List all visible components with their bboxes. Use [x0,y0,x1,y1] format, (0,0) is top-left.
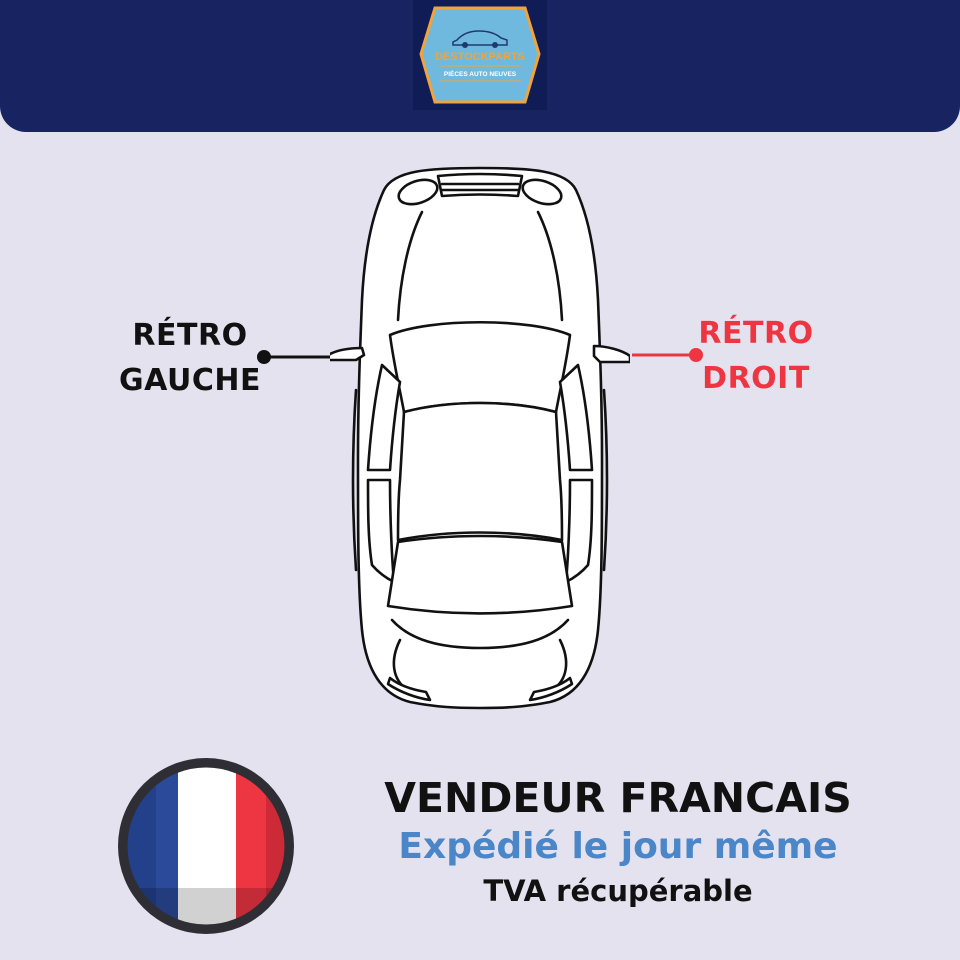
left-mirror-label-line2: GAUCHE [119,363,261,398]
left-mirror-dot [257,350,271,364]
france-flag-icon [118,758,294,934]
car-top-view-icon [330,166,630,710]
shipping-note: Expédié le jour même [398,826,838,867]
brand-name: DESTOCKPARTS [435,51,525,63]
right-mirror-dot [689,348,703,362]
seller-title: VENDEUR FRANCAIS [384,774,852,822]
right-mirror-label-line1: RÉTRO [698,316,814,351]
brand-tagline: PIÈCES AUTO NEUVES [444,69,517,78]
seller-info: VENDEUR FRANCAIS Expédié le jour même TV… [340,772,896,912]
left-mirror-label: RÉTRO GAUCHE [110,313,270,403]
vat-note: TVA récupérable [483,874,753,908]
logo-badge-icon: DESTOCKPARTS PIÈCES AUTO NEUVES [419,6,541,104]
left-mirror-label-line1: RÉTRO [132,318,248,353]
brand-logo: DESTOCKPARTS PIÈCES AUTO NEUVES [413,0,547,110]
right-mirror-label: RÉTRO DROIT [680,311,832,401]
right-mirror-label-line2: DROIT [702,361,810,396]
